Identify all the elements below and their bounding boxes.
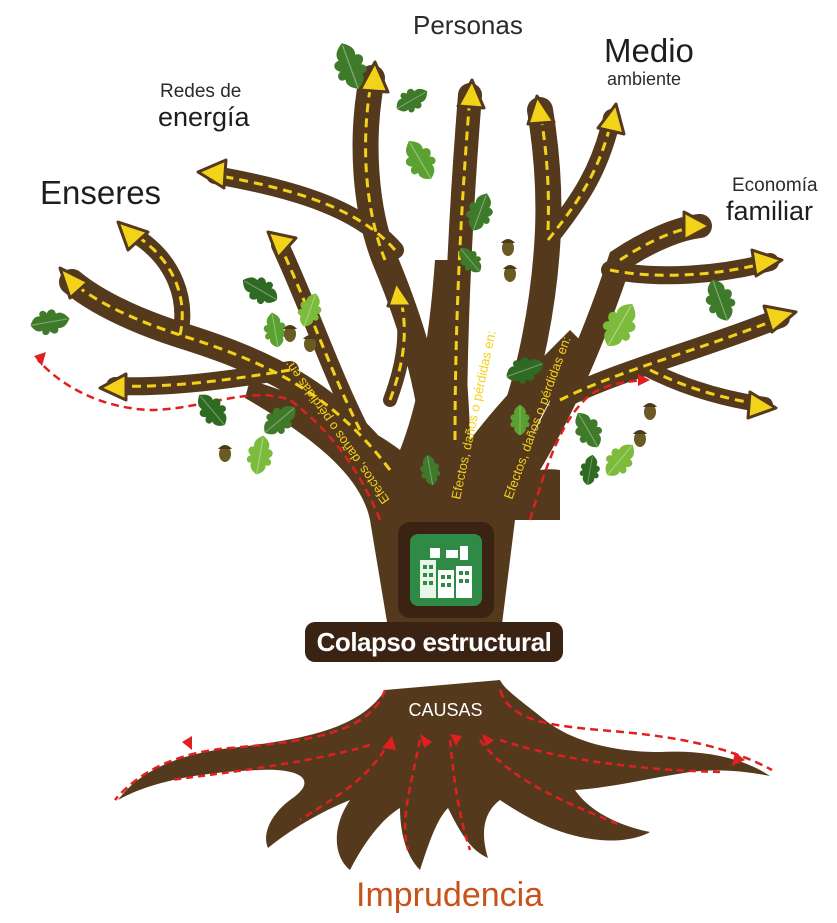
center-title: Colapso estructural <box>316 626 552 657</box>
root-flow-arrows <box>382 734 494 750</box>
label-economia-line2: familiar <box>726 196 814 226</box>
root-flow-lines <box>169 738 721 851</box>
arrow-enseres-1 <box>58 266 90 300</box>
label-economia-line1: Economía <box>732 175 818 196</box>
branches <box>59 65 790 493</box>
arrow-left-small <box>386 280 414 308</box>
arrow-eco-3 <box>762 304 798 334</box>
arrow-eco-2 <box>750 248 784 278</box>
branch-dash-lines <box>71 77 781 471</box>
arrow-eco-4 <box>746 390 778 420</box>
arrow-medio-1 <box>526 94 556 126</box>
arrow-enseres-2 <box>116 220 150 252</box>
roots <box>118 680 770 870</box>
arrow-personas-2 <box>456 78 486 110</box>
label-redes-line2: energía <box>158 102 250 132</box>
arrow-eco-1 <box>682 210 712 242</box>
arrow-redes <box>196 158 228 190</box>
trunk <box>245 260 585 640</box>
arrow-enseres-3 <box>98 372 128 402</box>
label-redes-line1: Redes de <box>160 81 242 102</box>
label-personas: Personas <box>413 10 523 40</box>
arrowheads <box>58 60 798 420</box>
center-title-box: Colapso estructural <box>305 622 563 662</box>
label-medio-line1: Medio <box>604 32 694 69</box>
arrow-personas-1 <box>358 60 390 94</box>
label-medio-line2: ambiente <box>607 69 682 89</box>
roots-label: CAUSAS <box>408 700 483 720</box>
icon-box <box>398 522 494 618</box>
building-collapse-icon <box>420 546 472 598</box>
cause-flow-arrows <box>34 352 745 766</box>
cause-flow-lines <box>37 359 773 801</box>
arrow-left-mid <box>266 230 298 260</box>
label-enseres: Enseres <box>40 174 162 211</box>
bottom-label: Imprudencia <box>356 876 544 914</box>
arrow-medio-2 <box>596 102 626 136</box>
